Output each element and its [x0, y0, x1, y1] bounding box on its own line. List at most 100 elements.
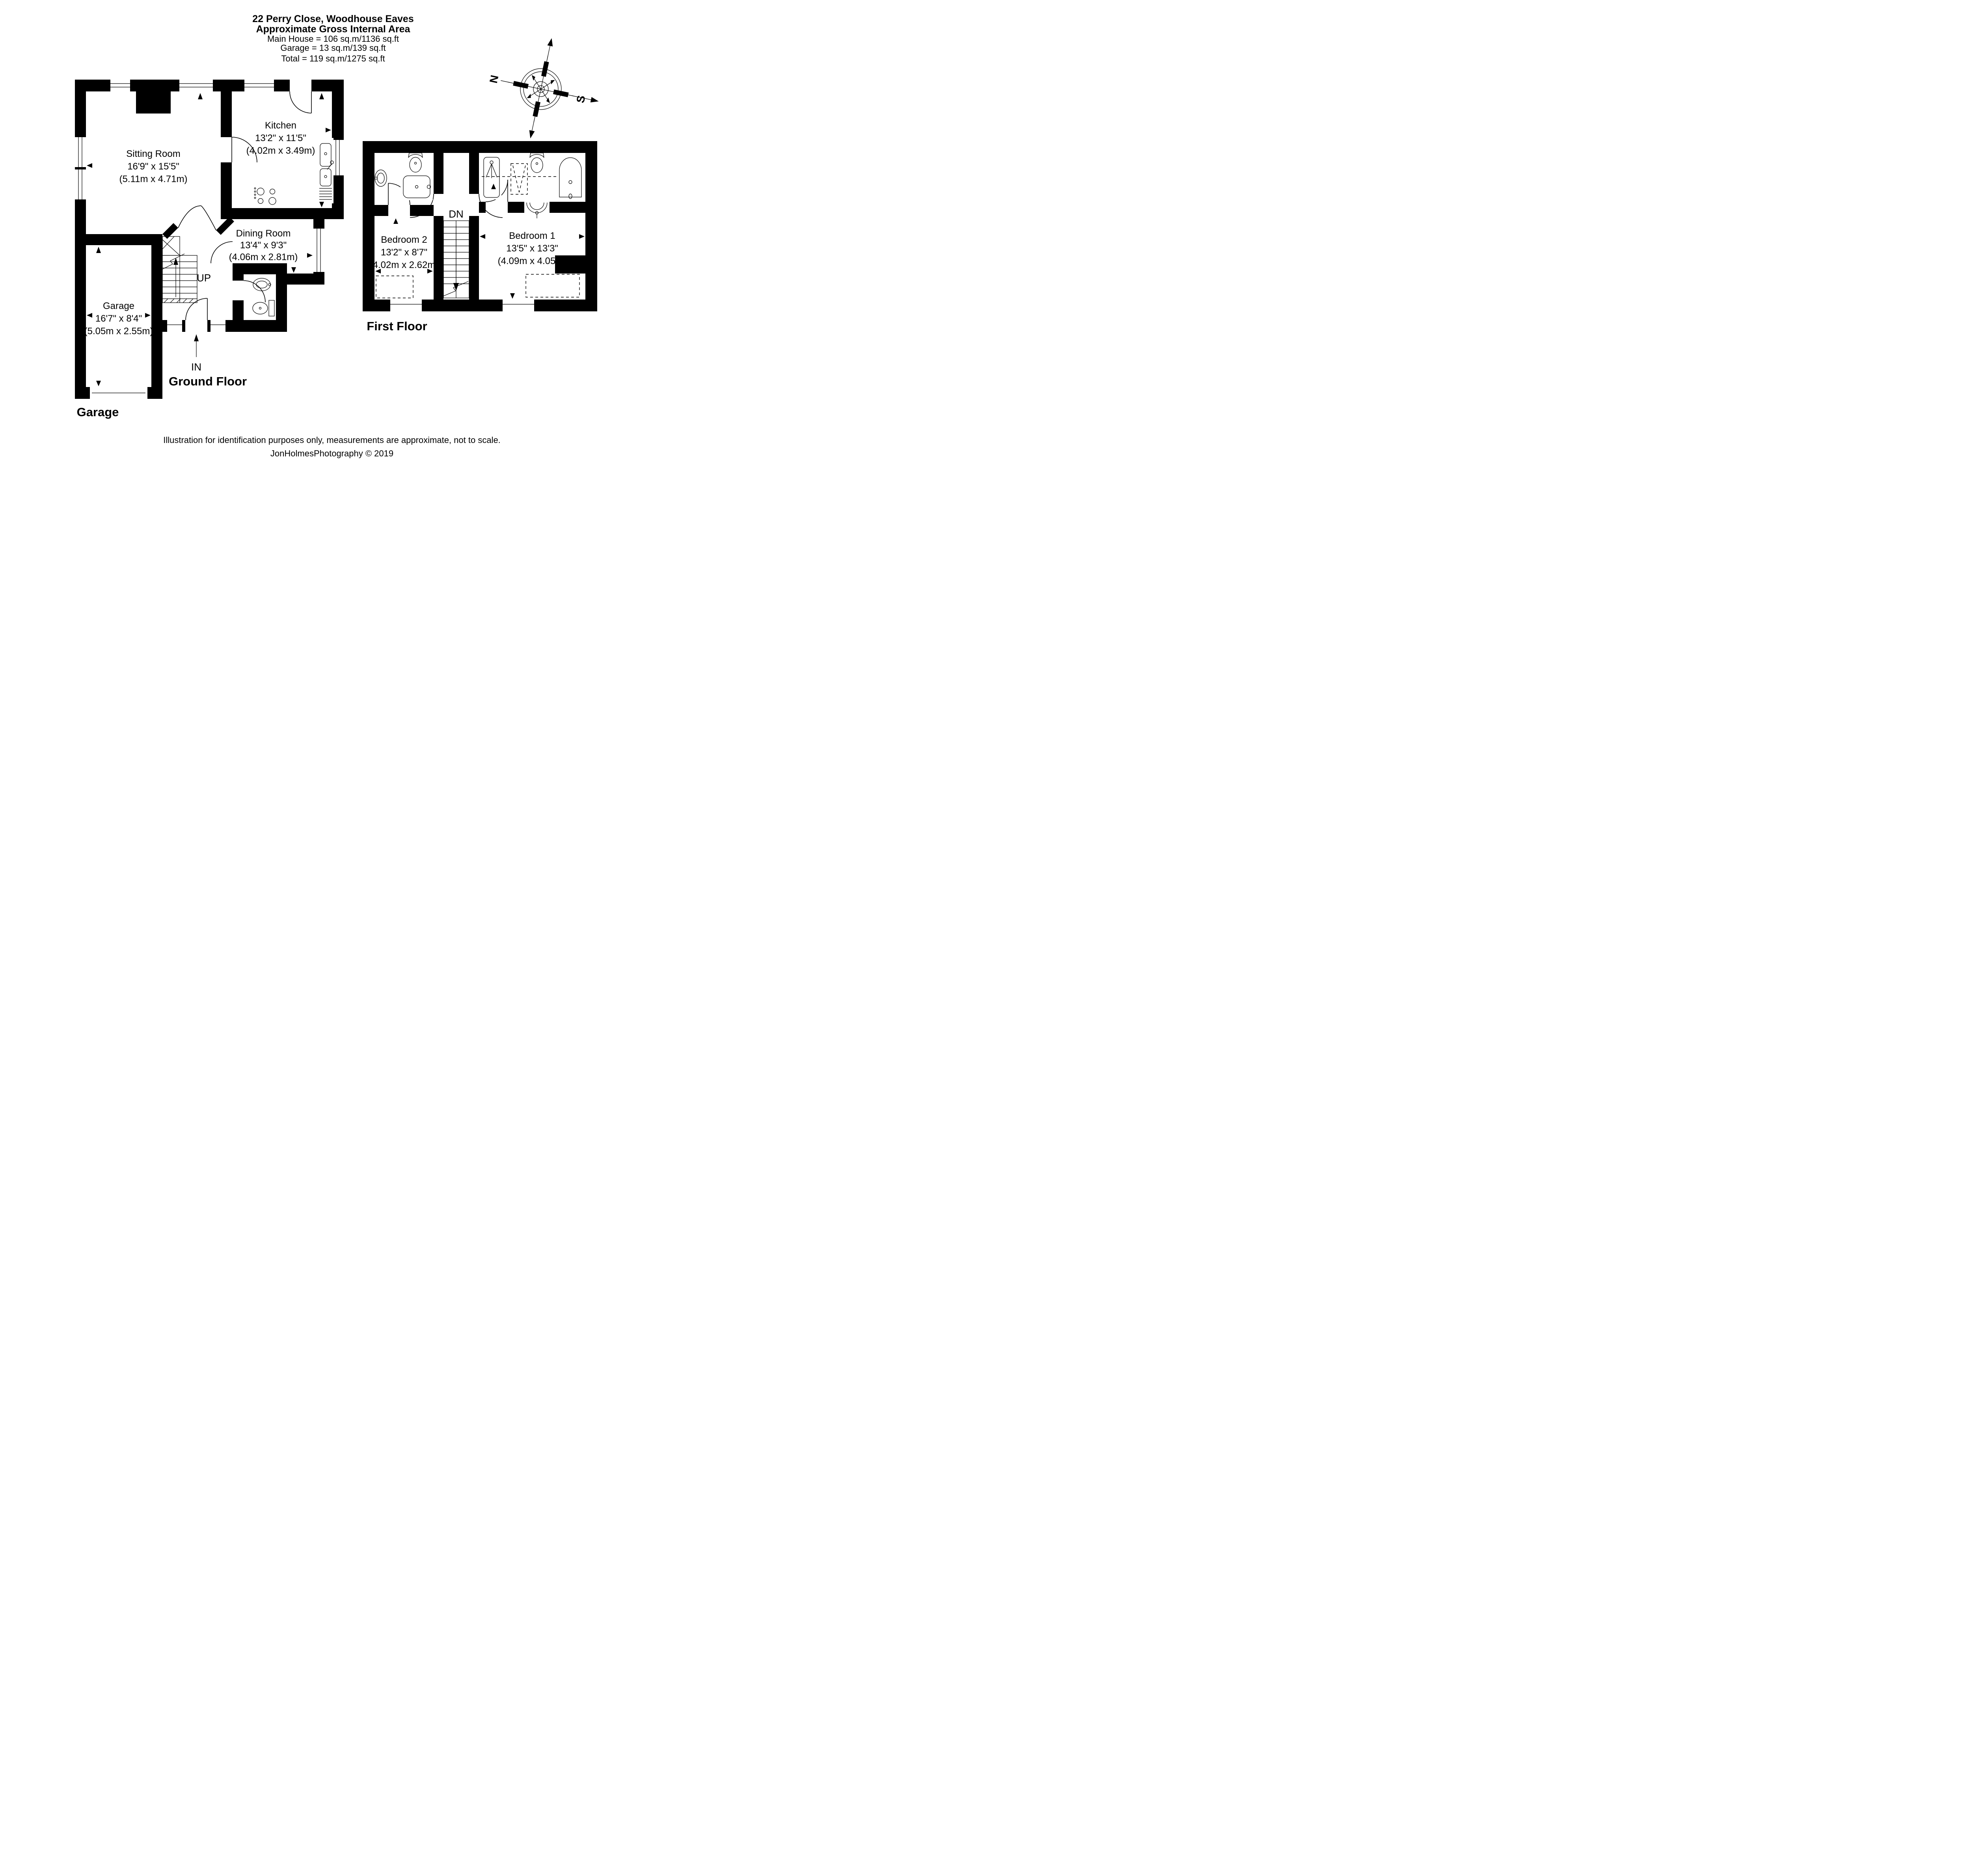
sitting-room-window-top-2 — [178, 77, 214, 91]
floorplan-canvas: 22 Perry Close, Woodhouse Eaves Approxim… — [72, 13, 599, 458]
bathroom-shower — [482, 155, 501, 199]
bedroom2-window — [388, 300, 424, 317]
footer-block: Illustration for identification purposes… — [163, 435, 501, 458]
dn-label: DN — [449, 208, 464, 220]
splayed-jamb-right — [216, 217, 234, 235]
garage-imperial: 16'7" x 8'4" — [95, 313, 142, 324]
bedroom2-imperial: 13'2" x 8'7" — [381, 247, 427, 258]
ground-floor-title: Ground Floor — [169, 374, 247, 388]
in-arrow-icon — [194, 334, 199, 341]
compass-tick-s — [533, 101, 541, 117]
first-floor-measure-arrows — [375, 184, 585, 299]
dining-room-imperial: 13'4" x 9'3" — [240, 240, 287, 251]
wc-door-arc — [243, 280, 266, 303]
header-subtitle: Approximate Gross Internal Area — [256, 24, 411, 35]
stairs-down-arrow-icon — [453, 283, 459, 291]
compass-rose: N S — [487, 38, 599, 139]
compass-arrow-down-icon — [529, 130, 535, 139]
dining-room-patio-window — [313, 227, 328, 274]
bedroom1-window — [500, 300, 537, 317]
bedroom2-name: Bedroom 2 — [381, 234, 427, 245]
first-floor-walls — [363, 141, 597, 311]
dining-room-name: Dining Room — [236, 228, 291, 239]
bedroom2-dashed-area — [376, 275, 414, 298]
sitting-room-window-top-1 — [109, 77, 132, 91]
ground-floor-windows — [72, 77, 347, 399]
garage-top-wall — [75, 234, 162, 245]
compass-tick-w — [513, 81, 529, 89]
bathroom-sink-niche — [524, 202, 550, 221]
ground-floor-labels: Sitting Room 16'9" x 15'5" (5.11m x 4.71… — [77, 120, 315, 419]
floorplan-page: 22 Perry Close, Woodhouse Eaves Approxim… — [0, 0, 664, 469]
in-label: IN — [191, 361, 201, 373]
wc-door-opening — [233, 281, 244, 300]
kitchen-sink — [318, 138, 334, 203]
compass-arrow-up-icon — [547, 38, 553, 47]
front-door-arc — [185, 298, 208, 320]
sitting-room-window-left-2 — [72, 168, 86, 201]
header-address: 22 Perry Close, Woodhouse Eaves — [252, 13, 414, 24]
sitting-room-name: Sitting Room — [126, 149, 180, 159]
ensuite-bath — [401, 173, 433, 200]
splayed-jamb-left — [162, 223, 178, 239]
ensuite-toilet — [408, 153, 423, 173]
sitting-dining-door-arc-left — [178, 205, 201, 228]
kitchen-hob — [252, 184, 279, 207]
wc-sink — [253, 278, 271, 291]
sitting-dining-door-arc-right — [201, 205, 216, 231]
ground-floor-stairs: UP — [158, 236, 211, 303]
stairs-up-arrow-icon — [173, 258, 178, 265]
bedroom1-imperial: 13'5" x 13'3" — [506, 243, 558, 254]
ground-floor-walls — [75, 80, 344, 399]
bathroom-bath — [557, 155, 584, 200]
sitting-room-imperial: 16'9" x 15'5" — [127, 161, 179, 172]
entry-arrow — [194, 334, 199, 357]
hall-window-left — [165, 320, 184, 337]
garage-door — [90, 387, 147, 399]
kitchen-imperial: 13'2" x 11'5" — [255, 133, 306, 143]
kitchen-window-right — [332, 138, 347, 177]
bedroom2-door-arc — [410, 194, 434, 218]
footer-credit: JonHolmesPhotography © 2019 — [270, 449, 393, 458]
first-floor-title: First Floor — [367, 319, 427, 333]
kitchen-metric: (4.02m x 3.49m) — [246, 145, 315, 156]
header-garage-area: Garage = 13 sq.m/139 sq.ft — [280, 43, 386, 53]
kitchen-external-door-arc — [289, 91, 312, 114]
garage-title: Garage — [77, 405, 119, 419]
bedroom1-metric: (4.09m x 4.05m) — [498, 256, 567, 266]
compass-north-label: N — [487, 74, 501, 84]
compass-south-label: S — [574, 94, 587, 104]
kitchen-window-top — [243, 77, 276, 91]
compass-tick-n — [541, 61, 549, 77]
up-label: UP — [197, 272, 211, 284]
bedroom1-dashed-area — [525, 274, 580, 298]
chimney-breast — [136, 91, 171, 114]
first-floor-plan: DN — [363, 141, 597, 333]
ground-floor-plan: UP — [72, 77, 347, 419]
sitting-room-metric: (5.11m x 4.71m) — [119, 174, 188, 184]
header-block: 22 Perry Close, Woodhouse Eaves Approxim… — [252, 13, 414, 63]
first-floor-stairs: DN — [440, 208, 469, 298]
front-door-opening — [185, 320, 207, 332]
footer-disclaimer: Illustration for identification purposes… — [163, 435, 501, 445]
bathroom-cupboard — [510, 163, 528, 195]
kitchen-door-arc — [231, 137, 257, 163]
hall-window-right — [209, 320, 227, 337]
compass-arrow-right-icon — [590, 97, 599, 102]
bathroom-toilet — [529, 153, 544, 173]
bedroom1-door-arc — [479, 194, 503, 218]
compass-tick-e — [553, 89, 569, 97]
header-total-area: Total = 119 sq.m/1275 sq.ft — [281, 54, 385, 63]
bedroom1-wall-jog — [555, 255, 585, 274]
ensuite-sink — [374, 169, 387, 187]
garage-metric: (5.05m x 2.55m) — [84, 326, 153, 337]
first-floor-labels: Bedroom 2 13'2" x 8'7" (4.02m x 2.62m) B… — [367, 231, 566, 333]
dining-room-metric: (4.06m x 2.81m) — [229, 252, 298, 262]
hall-dining-door-arc — [211, 241, 233, 264]
ground-floor-measure-arrows — [87, 93, 331, 386]
sitting-room-window-left-1 — [72, 136, 86, 169]
kitchen-name: Kitchen — [265, 120, 296, 131]
bedroom2-metric: (4.02m x 2.62m) — [370, 260, 439, 270]
wc-toilet — [252, 300, 275, 316]
garage-name: Garage — [103, 301, 134, 311]
